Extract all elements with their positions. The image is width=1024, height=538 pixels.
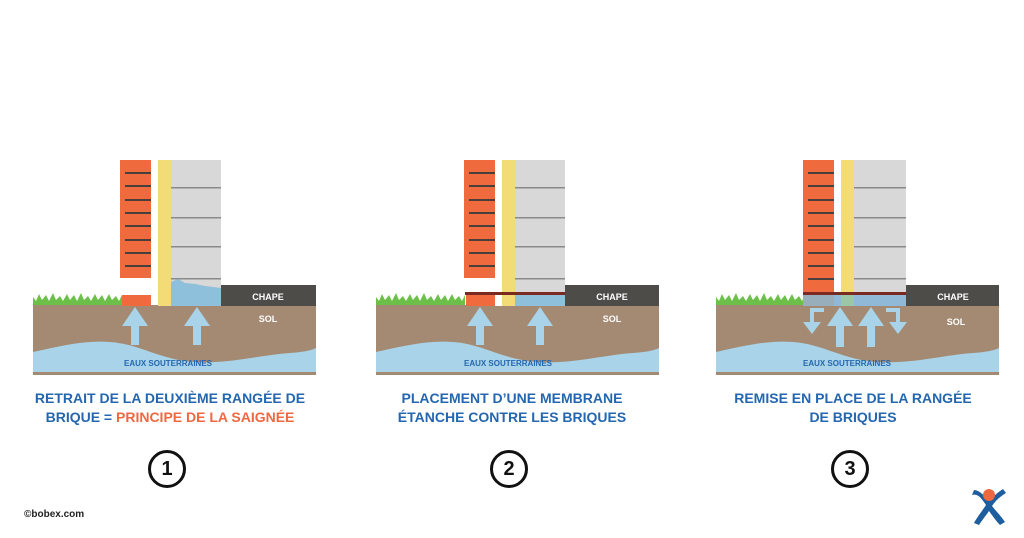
- up-arrow-icon: [527, 307, 553, 345]
- up-arrow-icon: [827, 307, 853, 347]
- gap: [495, 295, 502, 306]
- water-label: EAUX SOUTERRAINES: [803, 359, 892, 368]
- grass: [376, 293, 465, 305]
- caption-line-2: ÉTANCHE CONTRE LES BRIQUES: [397, 409, 627, 425]
- caption-step-3: REMISE EN PLACE DE LA RANGÉE DE BRIQUES: [683, 389, 1023, 427]
- soil-label: SOL: [947, 317, 966, 327]
- insulation-wet: [841, 295, 854, 306]
- up-arrow-icon: [184, 307, 210, 345]
- wall-cross-section-1: CHAPE SOL EAUX SOUTERRAINES: [33, 160, 316, 375]
- caption-line-2: BRIQUE = PRINCIPE DE LA SAIGNÉE: [0, 408, 340, 427]
- diagram-panel-3: CHAPE SOL EAUX SOUTERRAINES: [713, 150, 1013, 380]
- caption-line-1: REMISE EN PLACE DE LA RANGÉE: [734, 390, 972, 406]
- block-wall: [854, 160, 906, 292]
- chape: [565, 285, 659, 306]
- up-arrow-icon: [122, 307, 148, 345]
- brick-wall: [120, 160, 151, 278]
- chape: [906, 285, 999, 306]
- step-number-2: 2: [490, 450, 528, 488]
- waterproof-membrane: [465, 292, 565, 295]
- diagram-panel-2: CHAPE SOL EAUX SOUTERRAINES: [373, 150, 673, 380]
- block-joints: [171, 187, 221, 280]
- chape: [221, 285, 316, 306]
- waterproof-membrane: [803, 292, 906, 295]
- soil-label: SOL: [259, 314, 278, 324]
- soil-label: SOL: [603, 314, 622, 324]
- bottom-brick: [466, 295, 495, 306]
- water-label: EAUX SOUTERRAINES: [464, 359, 553, 368]
- mortar-joints: [469, 172, 495, 267]
- copyright-text: ©bobex.com: [24, 509, 85, 520]
- diagram-panel-1: CHAPE SOL EAUX SOUTERRAINES: [30, 150, 330, 380]
- up-arrow-icon: [467, 307, 493, 345]
- caption-prefix: BRIQUE =: [45, 409, 116, 425]
- caption-step-1: RETRAIT DE LA DEUXIÈME RANGÉE DE BRIQUE …: [0, 389, 340, 427]
- grass: [33, 293, 122, 305]
- down-arrow-icon: [803, 308, 824, 334]
- chape-label: CHAPE: [596, 292, 628, 302]
- chape-label: CHAPE: [252, 292, 284, 302]
- block-joints: [854, 187, 906, 280]
- caption-line-1: RETRAIT DE LA DEUXIÈME RANGÉE DE: [34, 390, 306, 406]
- groundwater: [376, 341, 659, 372]
- rising-damp: [171, 279, 221, 306]
- bottom-brick: [122, 295, 151, 306]
- grass: [716, 293, 805, 305]
- wall-cross-section-2: CHAPE SOL EAUX SOUTERRAINES: [376, 160, 659, 375]
- caption-step-2: PLACEMENT D’UNE MEMBRANE ÉTANCHE CONTRE …: [342, 389, 682, 427]
- down-arrow-icon: [886, 308, 907, 334]
- block-joints: [515, 187, 565, 280]
- insulation: [158, 160, 171, 306]
- groundwater: [33, 341, 316, 372]
- wall-cross-section-3: CHAPE SOL EAUX SOUTERRAINES: [716, 160, 999, 375]
- block-wall: [515, 160, 565, 306]
- wet-zone: [515, 295, 565, 306]
- groundwater: [716, 341, 999, 372]
- drying-brick-row: [803, 295, 834, 306]
- caption-line-1: PLACEMENT D’UNE MEMBRANE: [401, 390, 623, 406]
- brick-wall: [464, 160, 495, 278]
- caption-highlight: PRINCIPE DE LA SAIGNÉE: [116, 409, 295, 425]
- insulation: [841, 160, 854, 292]
- caption-line-2: DE BRIQUES: [809, 409, 897, 425]
- insulation: [502, 160, 515, 306]
- bobex-logo-icon: [972, 489, 1006, 525]
- chape-label: CHAPE: [937, 292, 969, 302]
- step-number-3: 3: [831, 450, 869, 488]
- mortar-joints: [125, 172, 151, 267]
- step-number-1: 1: [148, 450, 186, 488]
- up-arrow-icon: [858, 307, 884, 347]
- drying-zone: [803, 295, 906, 306]
- mortar-joints: [808, 172, 834, 280]
- water-label: EAUX SOUTERRAINES: [124, 359, 213, 368]
